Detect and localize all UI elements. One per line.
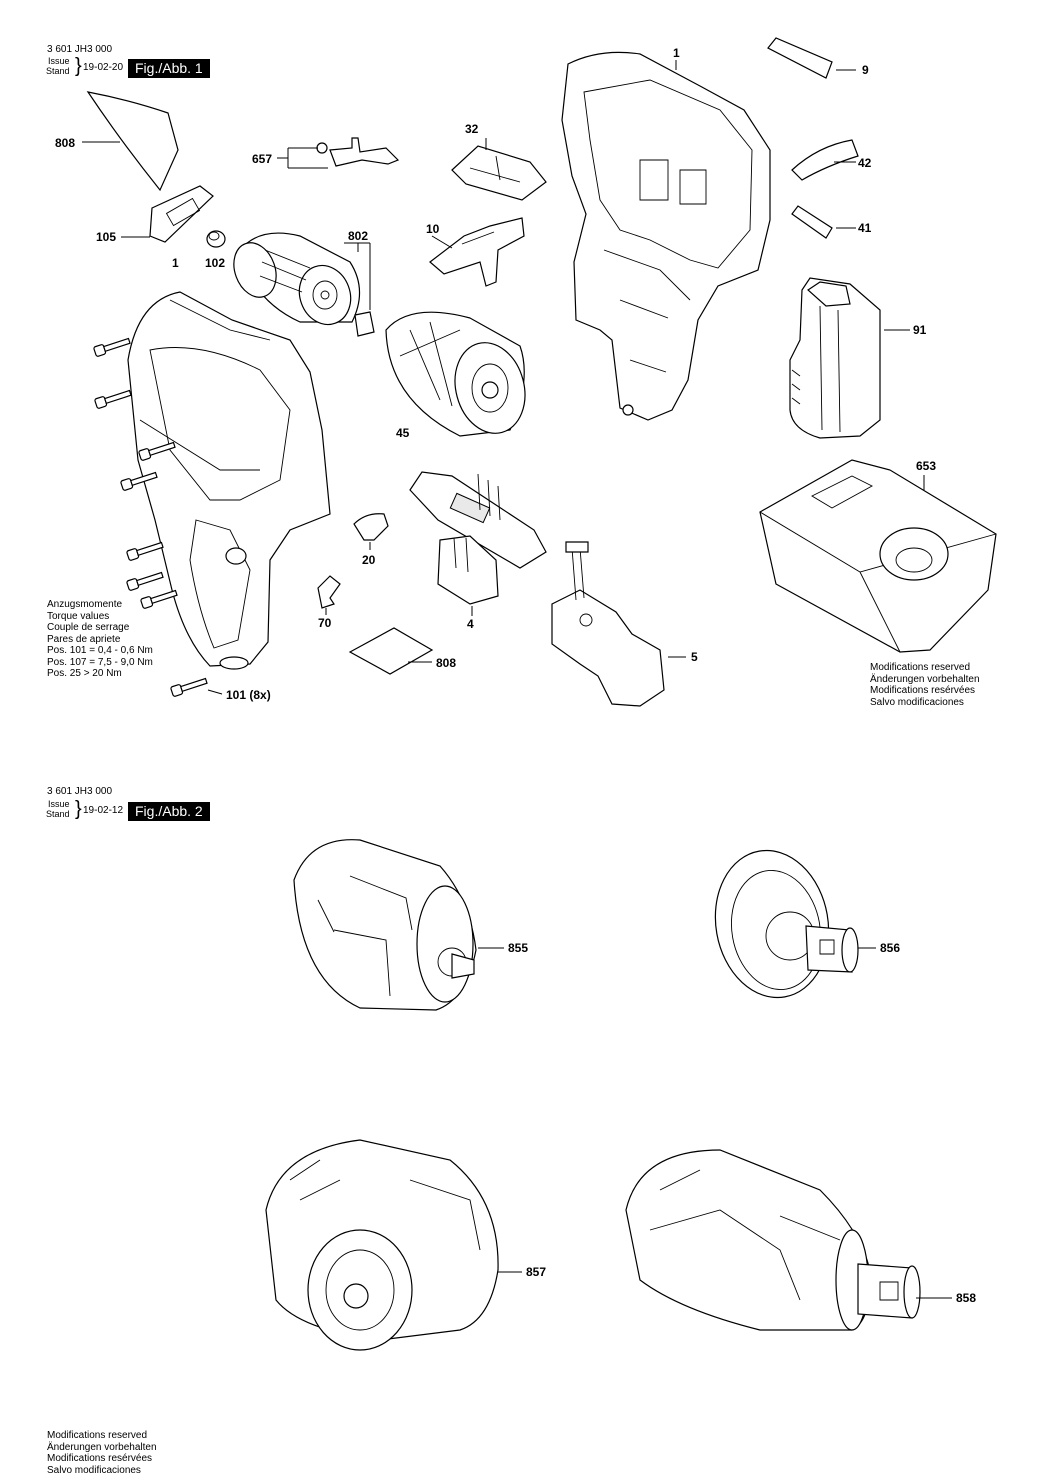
part-label-41: 41: [858, 221, 872, 235]
label-strip-41: [792, 206, 856, 238]
issue-date-fig1: 19-02-20: [83, 62, 124, 73]
offset-adapter-856: [704, 841, 876, 1006]
chuck-icon: [294, 840, 504, 1010]
brace: }: [75, 798, 82, 820]
part-label-91: 91: [913, 323, 927, 337]
part-label-856: 856: [880, 941, 901, 955]
figure-title-1: Fig./Abb. 1: [128, 59, 210, 78]
label-sheet-808-bottom: [350, 628, 432, 674]
screw-icon: [140, 588, 177, 609]
motor-802: [227, 233, 374, 336]
part-label-857: 857: [526, 1265, 547, 1279]
screw-icon: [120, 470, 157, 491]
part-label-808-top: 808: [55, 136, 76, 150]
part-label-10: 10: [426, 222, 440, 236]
direction-switch-20: [354, 514, 388, 550]
label-strip-9: [768, 38, 856, 78]
issue-stand-fig1: Issue Stand: [46, 56, 70, 76]
screw-icon: [170, 676, 207, 697]
part-label-70: 70: [318, 616, 332, 630]
part-label-1-left: 1: [172, 256, 179, 270]
part-label-9: 9: [862, 63, 869, 77]
torque-values-note: Anzugsmomente Torque values Couple de se…: [47, 599, 153, 679]
doc-number-fig1: 3 601 JH3 000: [47, 44, 113, 55]
modifications-note-fig1: Modifications reserved Änderungen vorbeh…: [870, 662, 980, 708]
part-label-42: 42: [858, 156, 872, 170]
issue-label: Issue: [48, 56, 70, 66]
issue-stand-fig2: Issue Stand: [46, 799, 70, 819]
switch-icon: [552, 542, 686, 706]
gearbox-45: [386, 312, 535, 441]
part-label-45: 45: [396, 426, 410, 440]
doc-number-fig2: 3 601 JH3 000: [47, 786, 113, 797]
label-sheet-808-top: [82, 92, 178, 190]
label-strip-42: [792, 140, 858, 180]
part-label-101: 101 (8x): [226, 688, 271, 702]
part-label-20: 20: [362, 553, 376, 567]
part-label-657: 657: [252, 152, 273, 166]
clip-70: [318, 576, 340, 615]
part-label-858: 858: [956, 1291, 977, 1305]
modifications-note-fig2: Modifications reserved Änderungen vorbeh…: [47, 1430, 157, 1476]
figure-title-2: Fig./Abb. 2: [128, 802, 210, 821]
screw-icon: [138, 440, 175, 461]
battery-icon: [790, 278, 910, 438]
part-label-653: 653: [916, 459, 937, 473]
part-label-105: 105: [96, 230, 117, 244]
switch-lever-10: [430, 218, 524, 286]
brace: }: [75, 55, 82, 77]
screw-icon: [94, 388, 131, 409]
bit-holder-adapter-858: [626, 1150, 952, 1330]
nameplate-105: [121, 186, 213, 242]
housing-left-half: [128, 292, 330, 669]
part-label-32: 32: [465, 122, 479, 136]
part-label-802: 802: [348, 229, 369, 243]
issue-date-fig2: 19-02-12: [83, 805, 124, 816]
cap-102: [207, 231, 225, 247]
screw-icon: [93, 336, 130, 357]
part-label-4: 4: [467, 617, 474, 631]
charger-icon: [760, 460, 996, 652]
screws-101: [93, 336, 222, 697]
part-label-102: 102: [205, 256, 226, 270]
angle-adapter-857: [266, 1140, 522, 1350]
slider-32: [452, 138, 546, 200]
part-label-1-top: 1: [673, 46, 680, 60]
stand-label: Stand: [46, 66, 70, 76]
part-label-808-bottom: 808: [436, 656, 457, 670]
spring-clip-657: [277, 138, 398, 168]
part-label-855: 855: [508, 941, 529, 955]
part-label-5: 5: [691, 650, 698, 664]
screw-icon: [126, 570, 163, 591]
electronics-module: [410, 472, 546, 616]
housing-right-half: [562, 52, 770, 420]
screw-icon: [126, 540, 163, 561]
